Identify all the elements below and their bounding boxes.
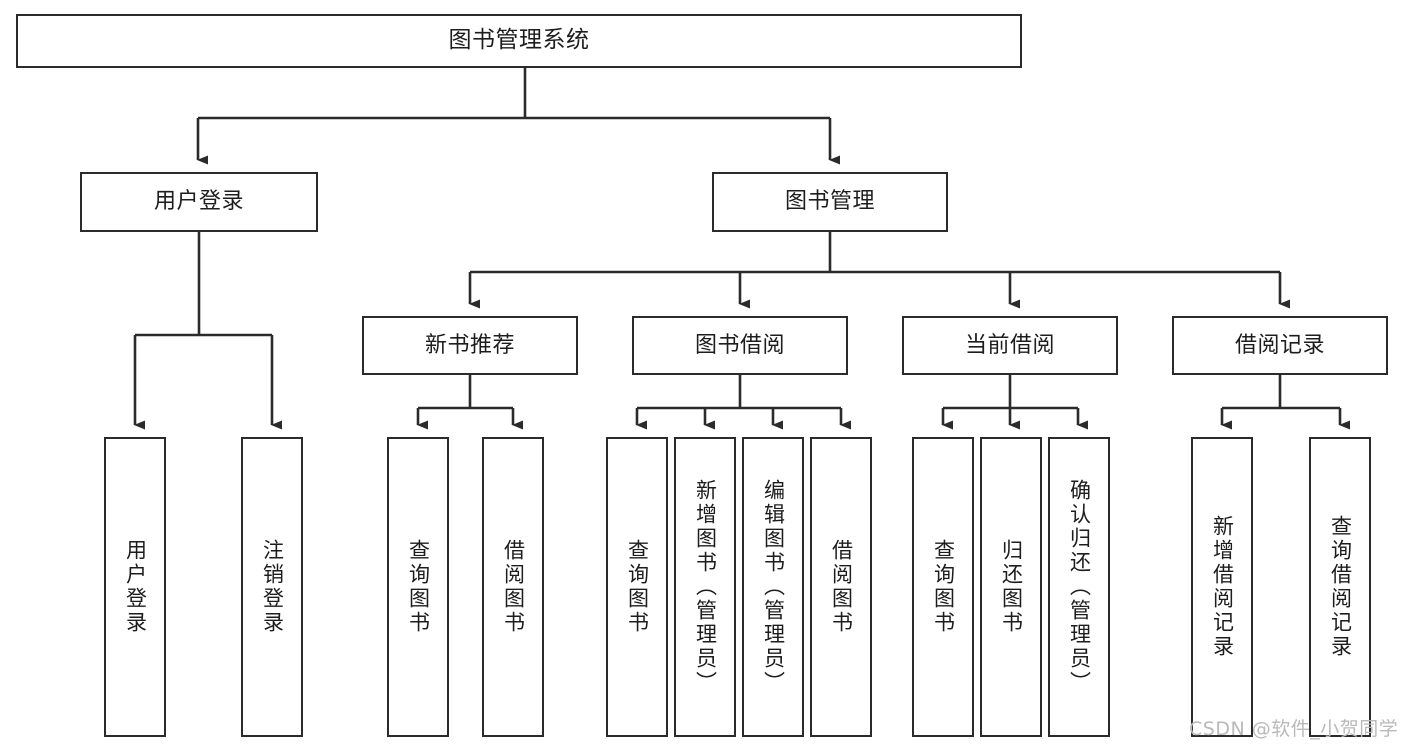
node-root-label: 图书管理系统 <box>448 27 590 54</box>
node-book-borrow-label: 图书借阅 <box>694 332 785 358</box>
node-user-login-label: 用户登录 <box>153 189 244 215</box>
node-new-book-recommend-label: 新书推荐 <box>424 332 515 358</box>
node-leaf-borrow-book-2[interactable]: 借阅图书 <box>810 437 872 737</box>
node-leaf-edit-book[interactable]: 编辑图书（管理员） <box>742 437 804 737</box>
node-borrow-record[interactable]: 借阅记录 <box>1172 316 1388 375</box>
node-leaf-confirm-return-label: 确认归还（管理员） <box>1067 479 1092 695</box>
node-leaf-add-record[interactable]: 新增借阅记录 <box>1191 437 1253 737</box>
node-leaf-return-book-label: 归还图书 <box>999 539 1024 635</box>
node-borrow-record-label: 借阅记录 <box>1234 332 1325 358</box>
node-leaf-user-login-label: 用户登录 <box>123 539 148 635</box>
node-leaf-query-record-label: 查询借阅记录 <box>1328 515 1353 659</box>
node-user-login[interactable]: 用户登录 <box>80 172 318 232</box>
node-leaf-user-logout[interactable]: 注销登录 <box>241 437 303 737</box>
node-leaf-query-book-2-label: 查询图书 <box>625 539 650 635</box>
node-leaf-user-login[interactable]: 用户登录 <box>104 437 166 737</box>
node-book-borrow[interactable]: 图书借阅 <box>632 316 848 375</box>
node-leaf-add-book-label: 新增图书（管理员） <box>693 479 718 695</box>
node-book-manage-label: 图书管理 <box>784 189 875 215</box>
node-leaf-add-book[interactable]: 新增图书（管理员） <box>674 437 736 737</box>
node-leaf-query-book-1[interactable]: 查询图书 <box>387 437 449 737</box>
node-leaf-query-book-3[interactable]: 查询图书 <box>912 437 974 737</box>
node-current-borrow[interactable]: 当前借阅 <box>902 316 1118 375</box>
node-leaf-user-logout-label: 注销登录 <box>260 539 285 635</box>
node-leaf-borrow-book-2-label: 借阅图书 <box>829 539 854 635</box>
node-leaf-borrow-book-1[interactable]: 借阅图书 <box>482 437 544 737</box>
node-leaf-query-book-1-label: 查询图书 <box>406 539 431 635</box>
node-leaf-edit-book-label: 编辑图书（管理员） <box>761 479 786 695</box>
node-leaf-confirm-return[interactable]: 确认归还（管理员） <box>1048 437 1110 737</box>
node-leaf-add-record-label: 新增借阅记录 <box>1210 515 1235 659</box>
node-root[interactable]: 图书管理系统 <box>16 14 1022 68</box>
node-current-borrow-label: 当前借阅 <box>964 332 1055 358</box>
node-leaf-return-book[interactable]: 归还图书 <box>980 437 1042 737</box>
watermark: CSDN @软件_小贺同学 <box>1189 718 1399 740</box>
node-leaf-query-book-2[interactable]: 查询图书 <box>606 437 668 737</box>
node-leaf-query-record[interactable]: 查询借阅记录 <box>1309 437 1371 737</box>
node-leaf-query-book-3-label: 查询图书 <box>931 539 956 635</box>
node-leaf-borrow-book-1-label: 借阅图书 <box>501 539 526 635</box>
node-new-book-recommend[interactable]: 新书推荐 <box>362 316 578 375</box>
node-book-manage[interactable]: 图书管理 <box>712 172 948 232</box>
